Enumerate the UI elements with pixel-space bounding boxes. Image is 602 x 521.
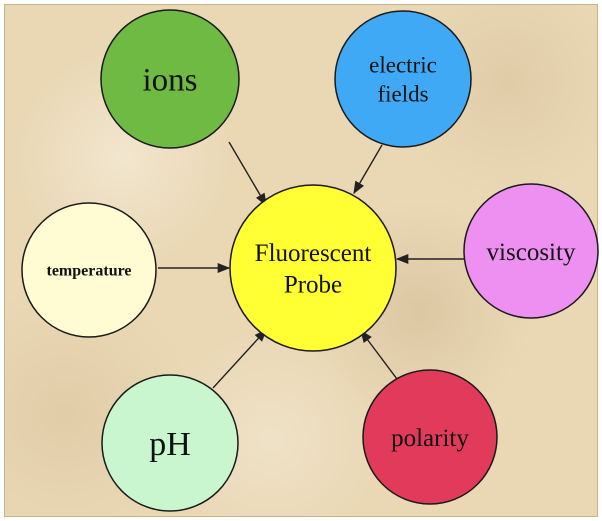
polarity-node: polarity (362, 369, 498, 505)
arrow-ions-to-probe (228, 141, 267, 207)
fluorescent-probe-node-circle (229, 184, 397, 352)
electric-fields-node-circle (334, 10, 472, 148)
temperature-label-line-1: temperature (47, 263, 132, 280)
ph-node: pH (101, 374, 239, 512)
ph-label-line-1: pH (149, 426, 191, 463)
ions-node-circle (100, 9, 240, 149)
polarity-node-circle (362, 369, 498, 505)
temperature-node-circle (21, 202, 157, 338)
ph-node-circle (101, 374, 239, 512)
viscosity-node-circle (463, 183, 599, 319)
electric-fields-label-line-1: electric (369, 53, 437, 78)
arrow-electric-fields-to-probe (353, 144, 383, 195)
electric-fields-node: electric fields (334, 10, 472, 148)
ions-label-line-1: ions (142, 63, 197, 99)
arrow-ph-to-probe (212, 329, 267, 389)
temperature-node: temperature (21, 202, 157, 338)
fluorescent-probe-label-line-2: Probe (284, 271, 342, 298)
polarity-label-line-1: polarity (391, 425, 469, 452)
viscosity-node: viscosity (463, 183, 599, 319)
ions-node: ions (100, 9, 240, 149)
fluorescent-probe-label-line-1: Fluorescent (255, 240, 372, 267)
viscosity-label-line-1: viscosity (487, 239, 576, 266)
arrow-polarity-to-probe (360, 329, 398, 380)
electric-fields-label-line-2: fields (377, 81, 428, 106)
